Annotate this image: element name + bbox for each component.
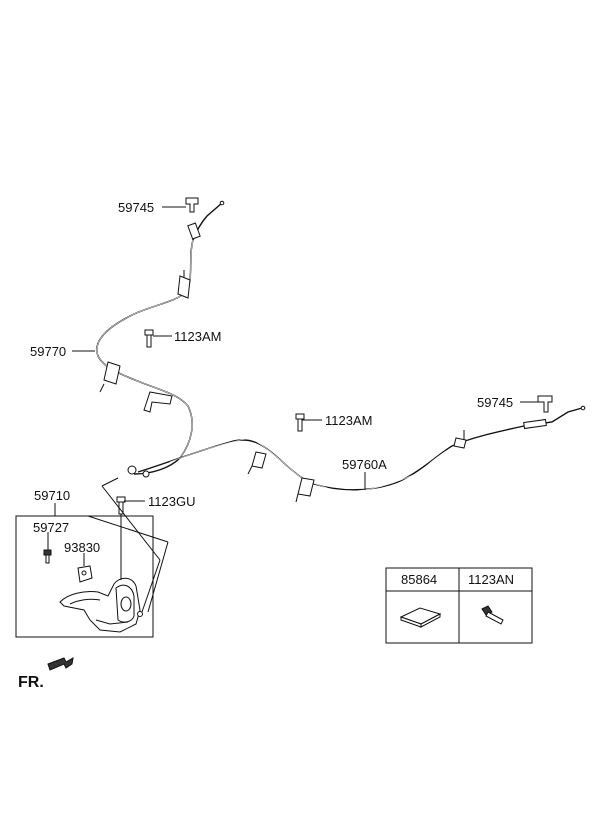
arrow-icon xyxy=(47,657,74,671)
callout-1123AM-upper: 1123AM xyxy=(174,329,221,344)
callout-1123AM-middle: 1123AM xyxy=(325,413,372,428)
bolt-1123AN-icon xyxy=(481,605,504,625)
lever-assembly-box xyxy=(15,515,154,638)
bolt-lever-1123GU xyxy=(116,496,126,515)
fr-label: FR. xyxy=(18,674,44,691)
clip-upper-left-59745 xyxy=(185,197,199,213)
pad-85864-icon xyxy=(399,607,442,628)
callout-59745-upper: 59745 xyxy=(118,200,154,215)
leader-lines xyxy=(47,206,538,613)
callout-93830: 93830 xyxy=(64,540,100,555)
parts-table: 85864 1123AN xyxy=(385,567,533,644)
callout-59770: 59770 xyxy=(30,344,66,359)
callout-59710: 59710 xyxy=(34,488,70,503)
front-direction-indicator: FR. xyxy=(18,657,74,691)
table-header-1123AN: 1123AN xyxy=(468,572,514,587)
callout-1123GU: 1123GU xyxy=(148,494,195,509)
callout-59760A: 59760A xyxy=(342,457,387,472)
bolt-upper-1123AM xyxy=(144,329,154,348)
right-cable-59760A xyxy=(137,405,586,503)
callout-59727: 59727 xyxy=(33,520,69,535)
table-header-85864: 85864 xyxy=(401,572,437,587)
left-cable-59770 xyxy=(96,200,225,478)
clip-right-59745 xyxy=(537,395,553,413)
callout-59745-right: 59745 xyxy=(477,395,513,410)
bolt-middle-1123AM xyxy=(295,413,305,432)
